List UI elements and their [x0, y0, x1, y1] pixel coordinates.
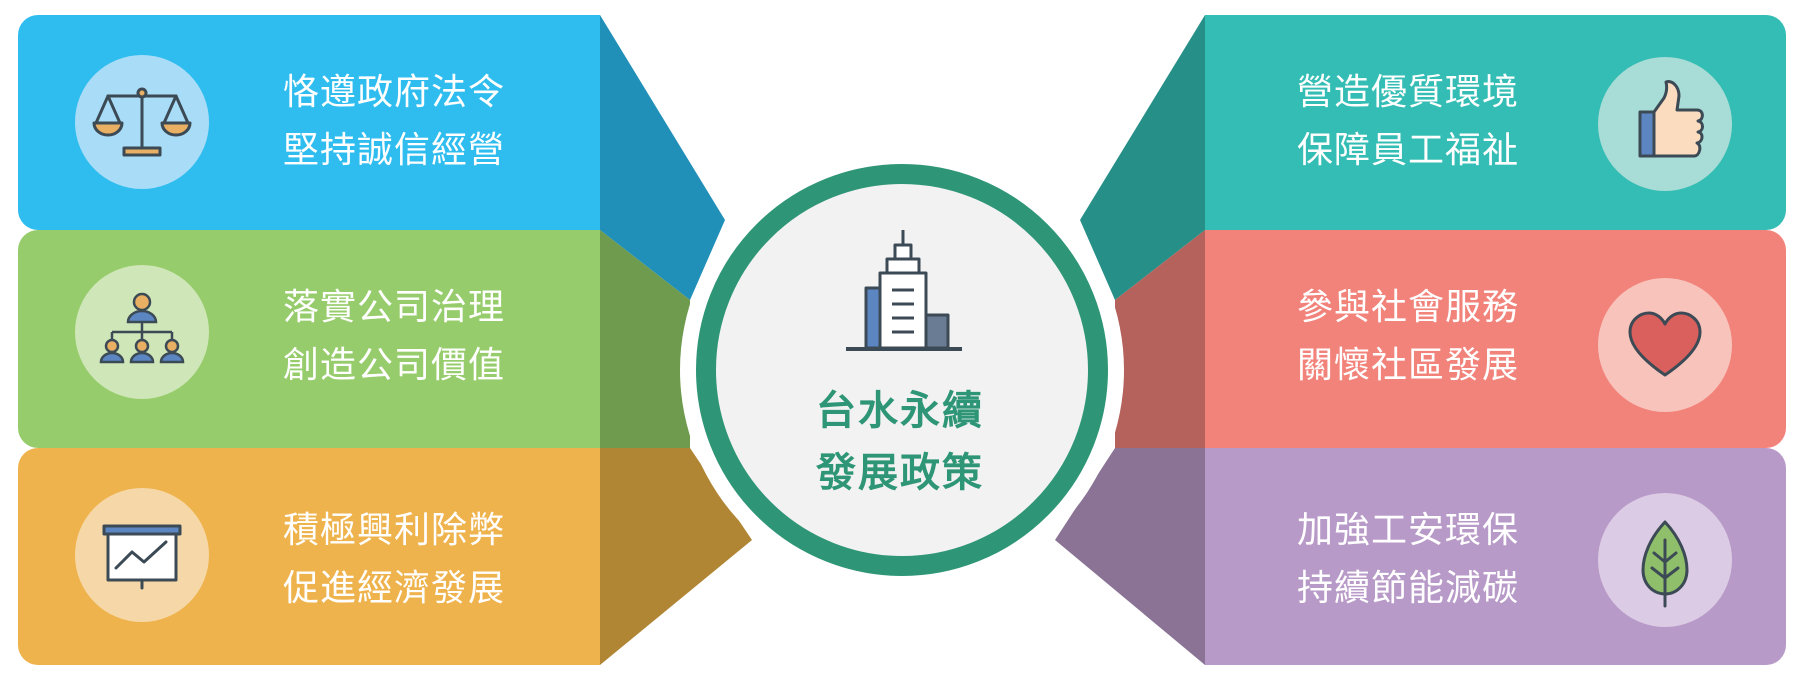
- item-3-line2: 促進經濟發展: [283, 568, 506, 609]
- item-3-line1: 積極興利除弊: [283, 510, 506, 551]
- item-5-line1: 參與社會服務: [1297, 287, 1520, 328]
- center-title-line1: 台水永續: [816, 388, 984, 434]
- item-5-label: 參與社會服務 關懷社區發展: [1297, 279, 1519, 395]
- item-2-line1: 落實公司治理: [283, 287, 506, 328]
- item-2-label: 落實公司治理 創造公司價值: [283, 279, 505, 395]
- item-4-line2: 保障員工福祉: [1297, 130, 1520, 171]
- item-1-line2: 堅持誠信經營: [283, 130, 506, 171]
- thumbs-up-icon: [1638, 80, 1704, 158]
- center-title-line2: 發展政策: [816, 450, 984, 496]
- center-title: 台水永續 發展政策: [780, 380, 1020, 504]
- heart-icon: [1628, 311, 1702, 377]
- item-6-label: 加強工安環保 持續節能減碳: [1297, 502, 1519, 618]
- leaf-icon: [1641, 520, 1689, 608]
- scales-icon: [92, 87, 192, 157]
- building-icon: [846, 230, 962, 351]
- item-1-label: 恪遵政府法令 堅持誠信經營: [283, 64, 505, 180]
- item-1-line1: 恪遵政府法令: [283, 72, 506, 113]
- item-6-line1: 加強工安環保: [1297, 510, 1520, 551]
- org-chart-icon: [99, 292, 185, 364]
- item-4-label: 營造優質環境 保障員工福祉: [1297, 64, 1519, 180]
- item-4-line1: 營造優質環境: [1297, 72, 1520, 113]
- center-hub: [680, 148, 1124, 592]
- item-band-6: [1055, 448, 1786, 665]
- item-3-label: 積極興利除弊 促進經濟發展: [283, 502, 505, 618]
- presentation-chart-icon: [102, 524, 182, 590]
- item-band-2: [18, 230, 690, 448]
- item-band-5: [1115, 230, 1786, 448]
- item-6-line2: 持續節能減碳: [1297, 568, 1520, 609]
- item-5-line2: 關懷社區發展: [1297, 345, 1520, 386]
- item-2-line2: 創造公司價值: [283, 345, 506, 386]
